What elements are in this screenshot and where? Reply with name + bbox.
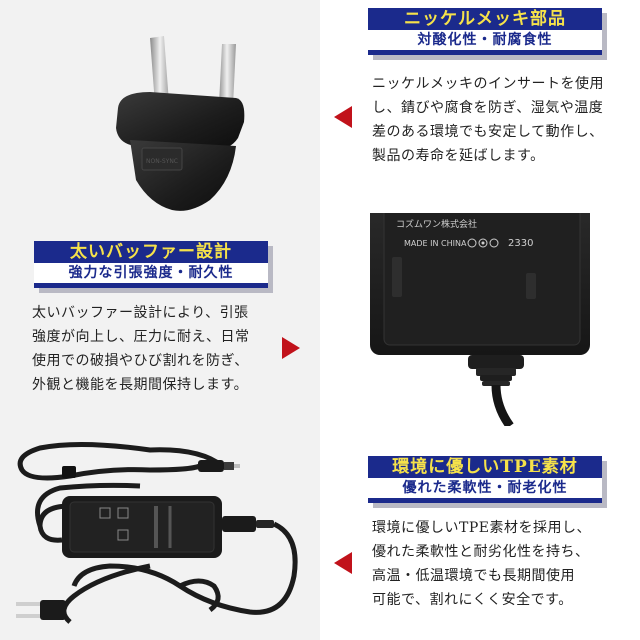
description-line: 可能で、割れにくく安全です。: [372, 592, 573, 608]
made-in-label: MADE IN CHINA: [404, 239, 467, 248]
plug-head: [116, 92, 245, 150]
arrow-right-icon: [282, 337, 300, 359]
plug-text: NON-SYNC: [146, 158, 178, 165]
description-line: 製品の寿命を延ばします。: [372, 148, 545, 164]
feature-description: 太いバッファー設計により、引張 強度が向上し、圧力に耐え、日常 使用での破損やひ…: [32, 301, 294, 397]
feature-title: 太いバッファー設計: [70, 242, 232, 262]
description-line: 外観と機能を長期間保持します。: [32, 377, 249, 393]
description-line: ニッケルメッキのインサートを使用: [372, 76, 604, 92]
model-code: 2330: [508, 238, 533, 249]
feature-description: 環境に優しいTPE素材を採用し、 優れた柔軟性と耐劣化性を持ち、 高温・低温環境…: [372, 516, 634, 612]
feature-title: 環境に優しいTPE素材: [392, 457, 578, 477]
full-adapter-photo: [0, 426, 320, 640]
feature-title-box: 環境に優しいTPE素材 優れた柔軟性・耐老化性: [368, 456, 602, 503]
feature-row-nickel: NON-SYNC ニッケルメッキ部品 対酸化性・耐腐食性 ニッケルメッキのインサ…: [0, 0, 640, 213]
feature-row-buffer: 太いバッファー設計 強力な引張強度・耐久性 太いバッファー設計により、引張 強度…: [0, 213, 640, 426]
description-line: 強度が向上し、圧力に耐え、日常: [32, 329, 250, 345]
description-line: 太いバッファー設計により、引張: [32, 305, 249, 321]
feature-subtitle: 優れた柔軟性・耐老化性: [368, 478, 602, 498]
description-line: 高温・低温環境でも長期間使用: [372, 568, 575, 584]
feature-title: ニッケルメッキ部品: [404, 9, 566, 29]
description-line: し、錆びや腐食を防ぎ、湿気や温度: [372, 100, 604, 116]
arrow-left-icon: [334, 552, 352, 574]
polarity-symbol-icon: [467, 238, 499, 248]
description-line: 環境に優しいTPE素材を採用し、: [372, 520, 591, 536]
plug-photo: NON-SYNC: [0, 0, 320, 213]
adapter-closeup-photo: コズムワン株式会社 MADE IN CHINA 2330: [320, 213, 640, 426]
feature-subtitle: 対酸化性・耐腐食性: [368, 30, 602, 50]
feature-subtitle: 強力な引張強度・耐久性: [34, 263, 268, 283]
feature-title-box: 太いバッファー設計 強力な引張強度・耐久性: [34, 241, 268, 288]
brand-label: コズムワン株式会社: [396, 218, 477, 230]
feature-description: ニッケルメッキのインサートを使用 し、錆びや腐食を防ぎ、湿気や温度 差のある環境…: [372, 72, 634, 168]
description-line: 優れた柔軟性と耐劣化性を持ち、: [372, 544, 590, 560]
dc-cable-loop: [17, 441, 224, 481]
arrow-left-icon: [334, 106, 352, 128]
description-line: 使用での破損やひび割れを防ぎ、: [32, 353, 249, 369]
feature-title-box: ニッケルメッキ部品 対酸化性・耐腐食性: [368, 8, 602, 55]
feature-row-tpe: 環境に優しいTPE素材 優れた柔軟性・耐老化性 環境に優しいTPE素材を採用し、…: [0, 426, 640, 640]
description-line: 差のある環境でも安定して動作し、: [372, 124, 604, 140]
power-cable: [491, 384, 514, 426]
ac-plug: [40, 600, 66, 620]
